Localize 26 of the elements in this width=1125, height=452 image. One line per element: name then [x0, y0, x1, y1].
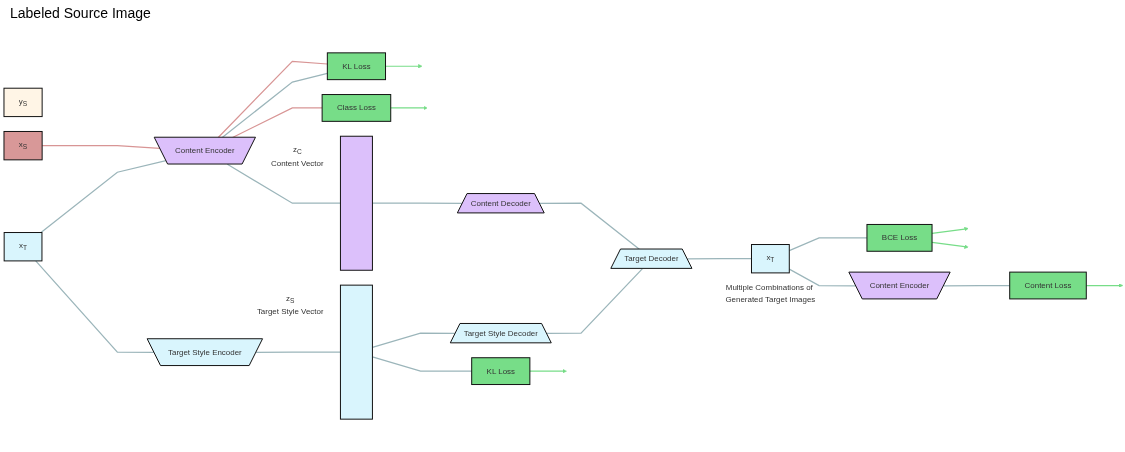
connector	[231, 107, 323, 139]
arrow	[529, 368, 567, 374]
connector	[371, 202, 464, 205]
connector	[371, 332, 456, 349]
note-text: Labeled Source Image	[10, 5, 151, 21]
connector	[35, 260, 155, 353]
arrow	[384, 64, 423, 69]
connector	[546, 268, 644, 335]
connector	[217, 60, 328, 139]
arrow	[931, 241, 969, 249]
connector	[943, 284, 1011, 287]
connector	[255, 351, 342, 353]
connector	[221, 72, 328, 139]
arrow	[1085, 283, 1124, 288]
connector	[686, 258, 753, 260]
connector	[371, 356, 473, 372]
connector	[226, 163, 342, 204]
arrow	[931, 226, 969, 235]
connector	[788, 237, 868, 252]
connector	[40, 159, 167, 234]
connector	[539, 202, 640, 250]
node-bar	[339, 284, 373, 420]
connector	[788, 268, 857, 287]
node-bar	[339, 135, 373, 271]
connector	[41, 145, 161, 149]
arrow	[390, 105, 428, 111]
